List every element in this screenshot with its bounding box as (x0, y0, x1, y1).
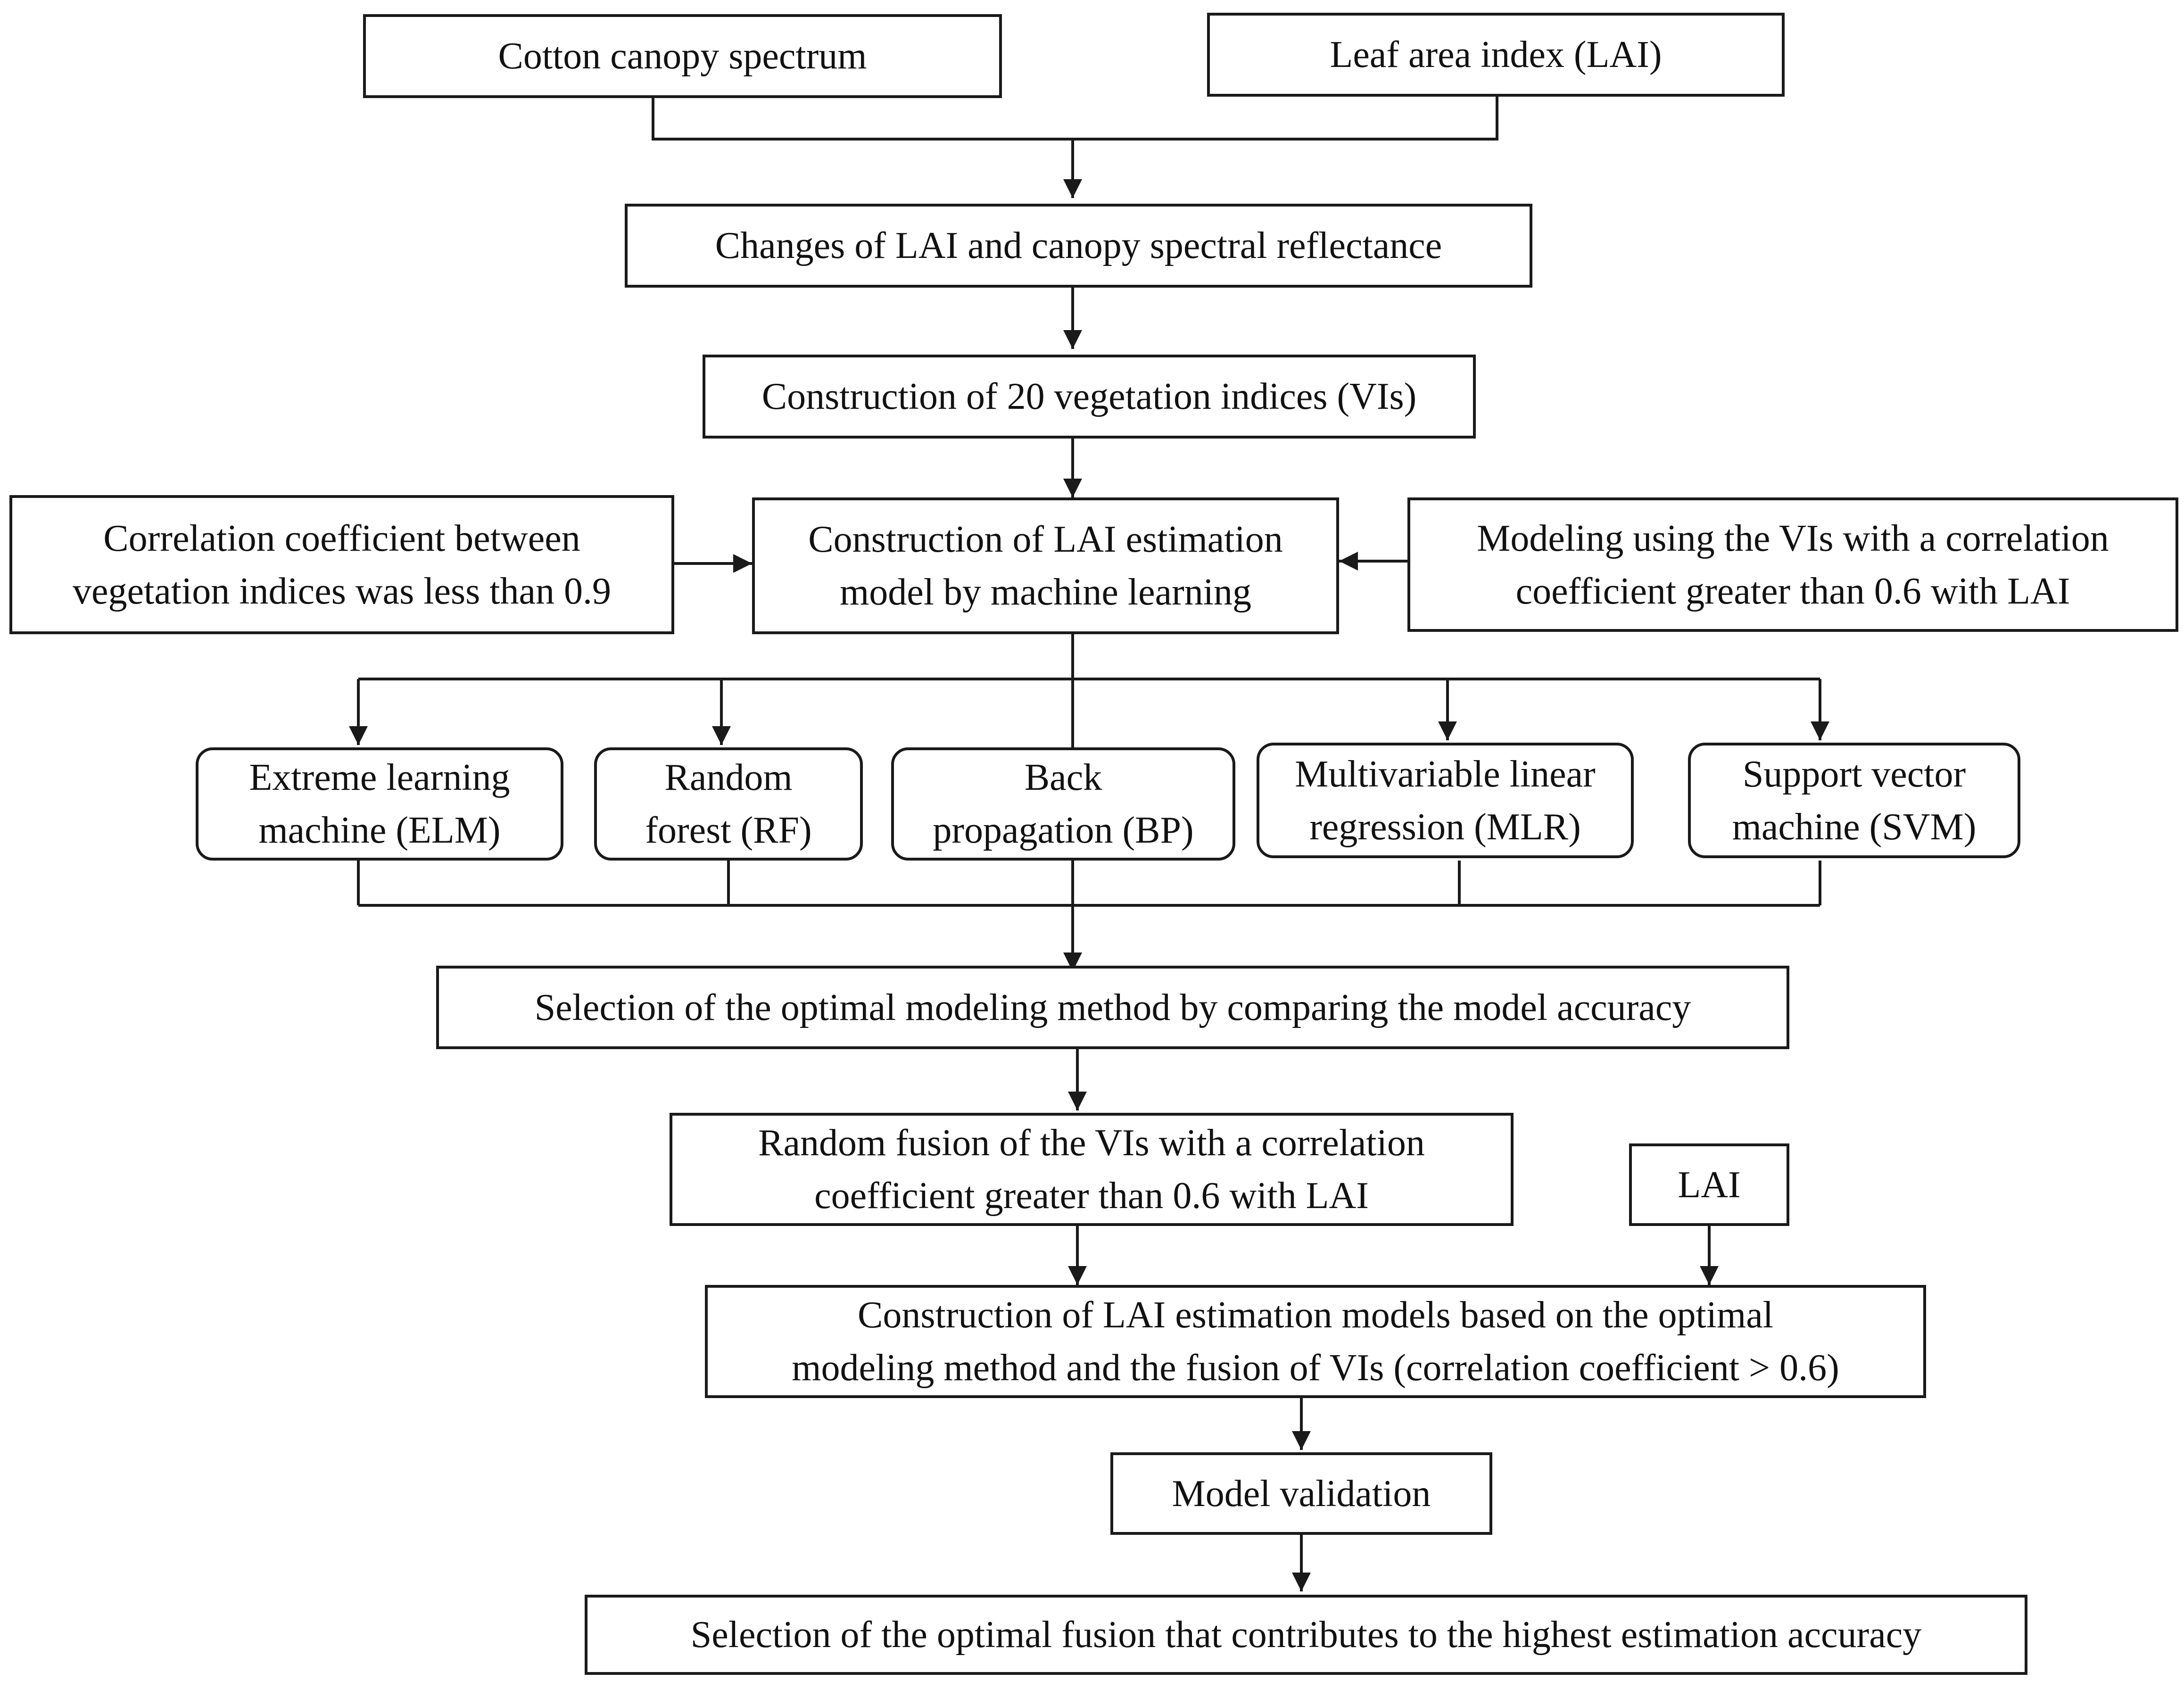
node-text-line: LAI (1678, 1164, 1741, 1206)
node-text-line: machine (SVM) (1732, 806, 1977, 848)
box-back-propagation: Back propagation (BP) (891, 747, 1235, 861)
node-text-line: Construction of 20 vegetation indices (V… (761, 376, 1417, 417)
node-text-line: Modeling using the VIs with a correlatio… (1477, 517, 2109, 559)
box-cotton-canopy-spectrum: Cotton canopy spectrum (363, 14, 1002, 98)
node-text-line: Random fusion of the VIs with a correlat… (758, 1122, 1425, 1164)
node-text-line: Extreme learning (249, 757, 510, 798)
node-text-line: regression (MLR) (1309, 806, 1581, 848)
node-text-line: Construction of LAI estimation (808, 519, 1283, 560)
box-lai-input: LAI (1629, 1143, 1789, 1226)
node-text-line: Model validation (1172, 1473, 1431, 1515)
box-optimal-fusion: Selection of the optimal fusion that con… (585, 1595, 2027, 1675)
node-text-line: Random (664, 757, 793, 798)
node-text-line: Selection of the optimal fusion that con… (690, 1614, 1922, 1656)
node-text-line: Selection of the optimal modeling method… (534, 986, 1691, 1028)
node-text-line: forest (RF) (645, 810, 812, 851)
box-extreme-learning-machine: Extreme learning machine (ELM) (196, 747, 563, 861)
node-text-line: Changes of LAI and canopy spectral refle… (715, 225, 1442, 266)
node-text-line: Leaf area index (LAI) (1330, 34, 1662, 75)
node-text-line: machine (ELM) (258, 810, 501, 851)
box-ml-lai-estimation-model: Construction of LAI estimation model by m… (752, 497, 1339, 634)
node-text-line: Correlation coefficient between (103, 517, 580, 559)
node-text-line: coefficient greater than 0.6 with LAI (814, 1175, 1369, 1217)
box-leaf-area-index: Leaf area index (LAI) (1207, 13, 1785, 97)
box-correlation-greater-than-0-6: Modeling using the VIs with a correlatio… (1407, 497, 2178, 632)
box-correlation-less-than-0-9: Correlation coefficient between vegetatio… (9, 495, 674, 634)
box-multivariable-linear-regression: Multivariable linear regression (MLR) (1257, 743, 1634, 858)
node-text-line: Back (1024, 757, 1102, 798)
node-text-line: Construction of LAI estimation models ba… (858, 1294, 1773, 1336)
node-text-line: Multivariable linear (1295, 753, 1596, 795)
box-model-validation: Model validation (1110, 1452, 1492, 1535)
node-text-line: Cotton canopy spectrum (498, 35, 867, 77)
node-text-line: Support vector (1742, 753, 1966, 795)
box-random-forest: Random forest (RF) (594, 747, 863, 861)
edge-ml-model-to-methods-bus (358, 634, 1820, 747)
node-text-line: model by machine learning (839, 571, 1252, 613)
node-text-line: propagation (BP) (933, 810, 1194, 851)
box-vegetation-indices: Construction of 20 vegetation indices (V… (703, 355, 1476, 439)
box-optimal-modeling-method: Selection of the optimal modeling method… (436, 966, 1789, 1049)
node-text-line: coefficient greater than 0.6 with LAI (1515, 570, 2070, 612)
box-fusion-estimation-models: Construction of LAI estimation models ba… (705, 1285, 1926, 1398)
box-random-fusion-of-vis: Random fusion of the VIs with a correlat… (670, 1113, 1514, 1226)
node-text-line: modeling method and the fusion of VIs (c… (792, 1347, 1839, 1389)
edge-methods-to-collector (357, 861, 1821, 907)
node-text-line: vegetation indices was less than 0.9 (73, 570, 611, 612)
box-lai-spectral-changes: Changes of LAI and canopy spectral refle… (625, 204, 1532, 288)
edge-inputs-to-changes (652, 97, 1498, 198)
box-support-vector-machine: Support vector machine (SVM) (1688, 743, 2020, 858)
